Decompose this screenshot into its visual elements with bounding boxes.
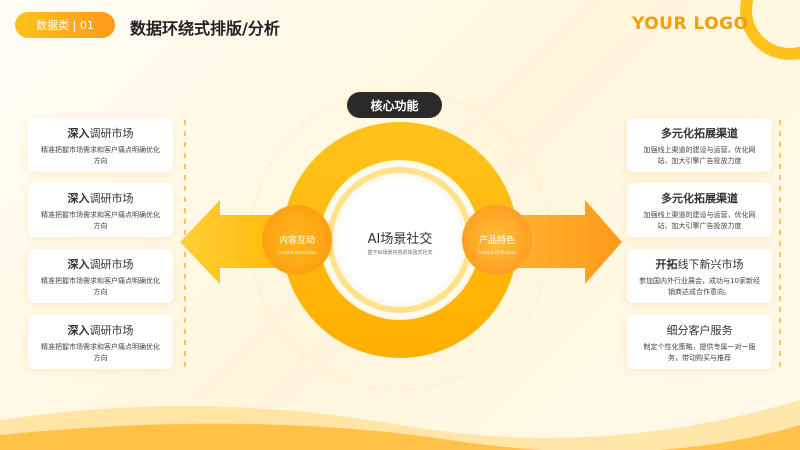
card-desc: 参加国内外行业展会，成功与10家新经销商达成合作意向。 [639, 277, 760, 296]
core-label: 核心功能 [347, 92, 442, 118]
card-desc: 精准把握市场需求和客户痛点明确优化方向 [41, 343, 160, 362]
page-title: 数据环绕式排版/分析 [130, 19, 280, 38]
center-subtitle: 基于AI场景内容的体验式社交 [367, 250, 433, 256]
left-card-1: 深入调研市场精准把握市场需求和客户痛点明确优化方向 [28, 118, 173, 172]
node-subtitle: Feature Of Product [478, 250, 516, 255]
center-title: AI场景社交 [367, 232, 433, 247]
card-title: 调研市场 [89, 127, 134, 140]
card-desc: 加强线上渠道的建设与运营，优化网站、加大引擎广告投放力度 [643, 211, 756, 230]
card-desc: 精准把握市场需求和客户痛点明确优化方向 [41, 211, 160, 230]
node-left-text: 内容互动 Content Interaction [262, 233, 332, 255]
right-card-1: 多元化拓展渠道加强线上渠道的建设与运营，优化网站、加大引擎广告投放力度 [627, 118, 772, 172]
right-card-4: 细分客户服务制定个性化策略，提供专属一对一服务，带动购买与推荐 [627, 315, 772, 369]
card-title-bold: 开拓 [655, 258, 678, 271]
node-title: 内容互动 [278, 236, 315, 246]
node-subtitle: Content Interaction [277, 250, 317, 255]
card-title: 调研市场 [89, 192, 134, 205]
node-title: 产品特色 [478, 236, 515, 246]
card-title-bold: 深入 [67, 324, 90, 337]
logo: YOUR LOGO [632, 14, 749, 34]
card-desc: 加强线上渠道的建设与运营，优化网站、加大引擎广告投放力度 [643, 146, 756, 165]
card-desc: 精准把握市场需求和客户痛点明确优化方向 [41, 277, 160, 296]
section-badge: 数据类 | 01 [15, 12, 115, 38]
background-wave [0, 400, 800, 450]
right-arrow [510, 200, 622, 284]
left-card-3: 深入调研市场精准把握市场需求和客户痛点明确优化方向 [28, 249, 173, 303]
card-title-bold: 深入 [67, 127, 90, 140]
card-title-bold: 深入 [67, 258, 90, 271]
right-card-2: 多元化拓展渠道加强线上渠道的建设与运营，优化网站、加大引擎广告投放力度 [627, 183, 772, 237]
card-desc: 精准把握市场需求和客户痛点明确优化方向 [41, 146, 160, 165]
node-right-text: 产品特色 Feature Of Product [462, 233, 532, 255]
card-title: 线下新兴市场 [677, 258, 744, 271]
left-arrow [180, 200, 290, 284]
card-title-bold: 深入 [67, 192, 90, 205]
left-card-4: 深入调研市场精准把握市场需求和客户痛点明确优化方向 [28, 315, 173, 369]
node-content-interaction [262, 205, 332, 275]
center-circle [338, 178, 462, 302]
card-title: 调研市场 [89, 258, 134, 271]
card-title-bold: 多元化拓展渠道 [661, 192, 738, 205]
card-title: 调研市场 [89, 324, 134, 337]
card-desc: 制定个性化策略，提供专属一对一服务，带动购买与推荐 [643, 343, 756, 362]
right-card-3: 开拓线下新兴市场参加国内外行业展会，成功与10家新经销商达成合作意向。 [627, 249, 772, 303]
left-card-2: 深入调研市场精准把握市场需求和客户痛点明确优化方向 [28, 183, 173, 237]
card-title: 细分客户服务 [666, 324, 733, 337]
node-product-feature [462, 205, 532, 275]
card-title-bold: 多元化拓展渠道 [661, 127, 738, 140]
